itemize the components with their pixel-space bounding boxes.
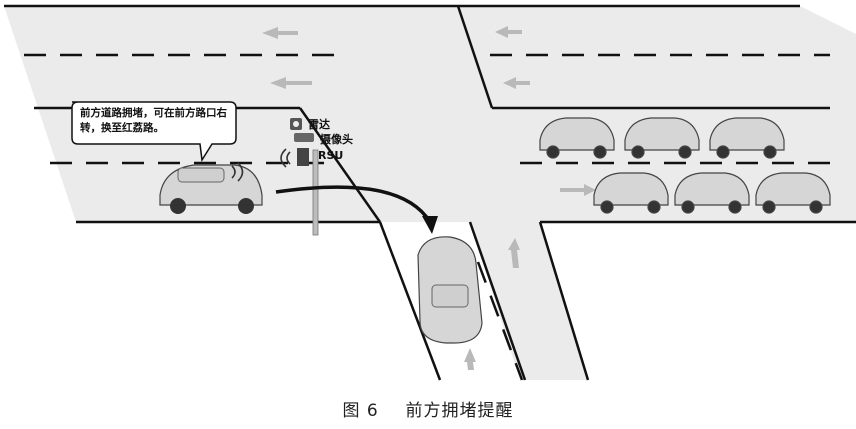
car-ego <box>159 162 263 214</box>
speech-bubble <box>71 101 237 163</box>
figure-caption: 图 6 前方拥堵提醒 <box>0 396 856 421</box>
camera-label: 摄像头 <box>320 133 353 146</box>
camera-icon <box>294 133 314 142</box>
figure-title: 前方拥堵提醒 <box>405 401 514 421</box>
figure-number: 图 6 <box>342 401 379 421</box>
car-queue-5 <box>674 172 750 214</box>
road-edges <box>4 4 856 381</box>
radar-label: 雷达 <box>308 118 330 131</box>
speech-bubble-text: 前方道路拥堵，可在前方路口右转，换至红荔路。 <box>80 107 227 134</box>
rsu-pole <box>280 118 319 236</box>
lane-arrows <box>262 26 596 370</box>
car-queue-3 <box>709 117 785 159</box>
car-turning <box>417 236 483 344</box>
cars-congested <box>539 117 831 214</box>
broadcast-icon <box>231 162 244 182</box>
road-surface <box>4 6 856 380</box>
rsu-signal-icon <box>286 151 291 165</box>
car-queue-6 <box>755 172 831 214</box>
car-queue-2 <box>624 117 700 159</box>
rsu-icon <box>297 148 309 166</box>
route-arrow <box>275 185 438 234</box>
car-queue-4 <box>593 172 669 214</box>
rsu-label: RSU <box>318 149 344 162</box>
car-queue-1 <box>539 117 615 159</box>
